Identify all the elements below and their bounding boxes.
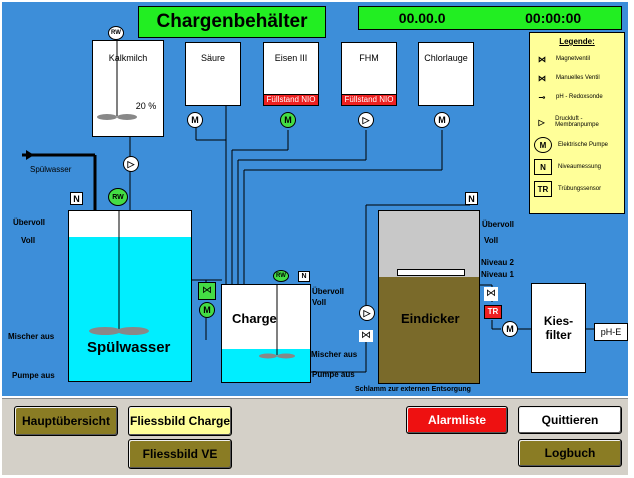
time-value: 00:00:00 [525,10,582,26]
legend-text: Magnetventil [556,56,591,62]
tank-chlorlauge: Chlorlauge [418,42,474,106]
legend-text: Niveaumessung [558,164,602,170]
level-label: Mischer aus [8,332,55,341]
level-measure-icon: N [465,192,478,205]
membrane-pump-icon[interactable]: ▷ [123,156,139,172]
tank-kalkmilch: Kalkmilch 20 % [92,40,164,137]
tank-name: Eindicker [401,311,460,326]
clock-display: 00.00.0 00:00:00 [358,6,622,30]
water-fill [69,237,191,381]
level-label: Übervoll [482,220,515,229]
rw-indicator-spuelwasser: RW [108,188,128,206]
kiesfilter-box: Kies- filter [531,283,586,373]
level-label: Niveau 2 [481,258,514,267]
rw-indicator-kalkmilch: RW [108,26,124,40]
legend-row: ⊸ pH - Redoxsonde [534,89,624,105]
legend-text: Elektrische Pumpe [558,142,609,148]
legend-text: Manuelles Ventil [556,75,600,81]
tank-label: Eisen III [274,53,308,63]
level-label: Voll [484,236,499,245]
spuelwasser-inlet-label: Spülwasser [30,165,72,174]
legend-row: M Elektrische Pumpe [534,137,624,153]
level-measure-icon: N [534,159,552,175]
scraper-bar [397,269,465,276]
tank-fhm: FHM Füllstand NIO [341,42,397,106]
hauptuebersicht-button[interactable]: Hauptübersicht [14,406,118,436]
inlet-arrow [26,150,34,160]
electric-pump-icon[interactable]: M [199,302,215,318]
schlamm-label: Schlamm zur externen Entsorgung [355,386,471,393]
membrane-pump-icon[interactable]: ▷ [359,305,375,321]
level-label: Pumpe aus [312,370,355,379]
level-label: Übervoll [13,218,46,227]
turbidity-sensor-icon: TR [534,181,552,197]
logbuch-button[interactable]: Logbuch [518,439,622,467]
magnetventil-icon[interactable]: ⋈ [484,287,498,301]
level-label: Mischer aus [311,350,358,359]
level-measure-icon: N [298,271,310,282]
magnetventil-icon[interactable]: ⋈ [198,282,216,300]
membrane-pump-icon: ▷ [538,117,545,127]
level-label: Voll [312,298,327,307]
tank-name: Spülwasser [87,339,171,356]
legend-row: ▷ Druckluft - Membranpumpe [534,111,624,133]
page-title: Chargenbehälter [138,6,326,38]
magnetventil-icon: ⋈ [538,54,546,64]
fliessbild-charge-button[interactable]: Fliessbild Charge [128,406,232,436]
legend-text: Trübungssensor [558,186,602,192]
alarm-level-eisen: Füllstand NIO [264,94,318,105]
tank-label: Kalkmilch [108,53,148,63]
manual-valve-icon[interactable]: ⋈ [359,330,373,342]
legend-row: ⋈ Manuelles Ventil [534,70,624,86]
electric-pump-icon[interactable]: M [502,321,518,337]
sludge-fill [379,277,479,383]
tank-saeure: Säure [185,42,241,106]
level-measure-icon: N [70,192,83,205]
tank-eisen: Eisen III Füllstand NIO [263,42,319,106]
level-label: Voll [21,236,36,245]
ph-probe-icon: ⊸ [538,92,546,102]
legend-title: Legende: [559,37,595,46]
rw-indicator-charge: RW [273,270,289,282]
tank-name: Charge [232,311,277,326]
electric-pump-icon[interactable]: M [187,112,203,128]
alarmliste-button[interactable]: Alarmliste [406,406,508,434]
mixer-icon [97,41,137,120]
electric-pump-icon[interactable]: M [280,112,296,128]
level-label: Pumpe aus [12,371,55,380]
tank-percent: 20 % [135,101,157,111]
manual-valve-icon: ⋈ [538,73,546,83]
electric-pump-icon[interactable]: M [434,112,450,128]
tank-label: Säure [200,53,226,63]
legend-row: N Niveaumessung [534,159,624,175]
ph-box: pH-E [594,323,628,341]
alarm-level-fhm: Füllstand NIO [342,94,396,105]
tank-label: Chlorlauge [424,53,468,63]
level-label: Übervoll [312,287,345,296]
legend-row: ⋈ Magnetventil [534,51,624,67]
electric-pump-icon: M [534,137,552,153]
legend-row: TR Trübungssensor [534,181,624,197]
legend-text: pH - Redoxsonde [556,94,603,100]
fliessbild-ve-button[interactable]: Fliessbild VE [128,439,232,469]
turbidity-sensor-icon: TR [484,305,502,319]
tank-eindicker: Eindicker [378,210,480,384]
membrane-pump-icon[interactable]: ▷ [358,112,374,128]
mixer-icon [89,211,149,335]
tank-label: FHM [359,53,379,63]
legend-text: Druckluft - Membranpumpe [555,116,599,128]
quittieren-button[interactable]: Quittieren [518,406,622,434]
tank-charge: Charge [221,284,311,383]
level-label: Niveau 1 [481,270,514,279]
counter-value: 00.00.0 [398,10,446,26]
legend: Legende: ⋈ Magnetventil ⋈ Manuelles Ventil… [529,32,625,214]
tank-spuelwasser: Spülwasser [68,210,192,382]
mixer-icon [259,285,295,359]
